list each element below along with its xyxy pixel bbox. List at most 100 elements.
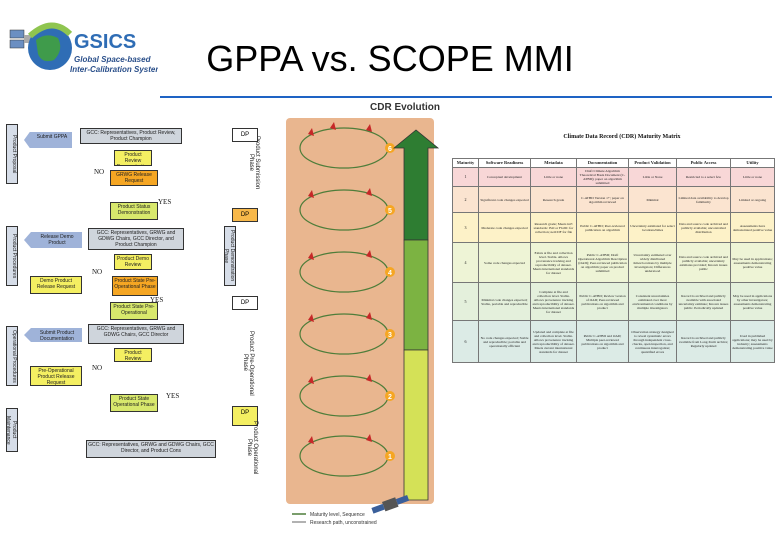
- phase-label-submission: Product Submission Phase: [248, 136, 260, 190]
- table-cell: Little or none: [530, 167, 577, 187]
- release-demo-arrow: Release Demo Product: [24, 232, 82, 248]
- product-proposal-block: Product Proposal: [6, 124, 18, 184]
- preop-release-request-box: Pre-Operational Product Release Request: [30, 366, 82, 386]
- demo-review-box: Product Review Demonstration Phase: [114, 150, 152, 166]
- title-rule: [160, 96, 772, 98]
- col-header: Metadata: [530, 158, 577, 168]
- table-header-row: Maturity Software Readiness Metadata Doc…: [452, 158, 775, 168]
- table-cell: Conceptual development: [478, 167, 531, 187]
- table-cell: Public C-ATBD; Review version of OAD; Pe…: [576, 282, 629, 321]
- table-cell: Public C-ATBD; Peer-reviewed publication…: [576, 212, 629, 243]
- cdr-maturity-matrix: Climate Data Record (CDR) Maturity Matri…: [452, 134, 775, 363]
- submit-gppa-arrow: Submit GPPA: [24, 132, 72, 148]
- legend-research: Research path, unconstrained: [310, 520, 377, 526]
- table-cell: Consistent uncertainties estimated over …: [628, 282, 677, 321]
- progress-arrow: [392, 129, 440, 501]
- table-cell: Minimal code changes expected; Stable, p…: [478, 282, 531, 321]
- table-cell: Moderate code changes expected: [478, 212, 531, 243]
- logo-mark: GSICS: [74, 31, 136, 53]
- table-cell: Minimal: [628, 186, 677, 213]
- product-maintenance-block: Product Maintenance: [5, 408, 18, 452]
- table-cell: Data and source code archived and public…: [676, 212, 731, 243]
- table-cell: Some code changes expected: [478, 242, 531, 283]
- table-cell: Public C-ATBD; Draft Operational Algorit…: [576, 242, 629, 283]
- table-cell: Record is archived and publicly availabl…: [676, 320, 731, 363]
- level-marker-2: 2: [388, 394, 392, 401]
- level-marker-1: 1: [388, 454, 392, 461]
- table-cell: Used in published applications; may be u…: [730, 320, 775, 363]
- table-cell: Significant code changes expected: [478, 186, 531, 213]
- preop-state-box: Product State Pre-Operational: [110, 302, 158, 320]
- cdr-evolution-diagram: CDR Evolution 6 5 4 3 2 1: [286, 100, 446, 530]
- table-cell: Draft Climate Algorithm Theoretical Basi…: [576, 167, 629, 187]
- submit-documentation-arrow: Submit Product Documentation: [24, 328, 82, 342]
- col-header: Documentation: [576, 158, 629, 168]
- gcc-op-board-box: GCC: Representatives, GRWG and GDWG Chai…: [86, 440, 216, 458]
- yes-label-1: YES: [158, 198, 172, 206]
- logo-text-1: Global Space-based: [74, 55, 152, 64]
- logo-text-2: Inter-Calibration System: [70, 65, 158, 74]
- phase-label-operational: Product Operational Phase: [246, 421, 258, 475]
- dp-badge-2: DP: [232, 208, 258, 222]
- gcc-review-box: GCC: Representatives, Product Review, Pr…: [80, 128, 182, 144]
- level-marker-6: 6: [388, 146, 392, 153]
- preop-phase-box: Product State Pre-Operational Phase: [112, 276, 158, 296]
- col-header: Public Access: [676, 158, 731, 168]
- op-state-box: Product State Operational Phase: [110, 394, 158, 412]
- maturity-level-markers: 6 5 4 3 2 1: [385, 143, 395, 461]
- gppa-flowchart: Product Proposal Submit GPPA GCC: Repres…: [5, 118, 276, 522]
- gcc-demo-board-box: GCC: Representatives, GRWG and GDWG Chai…: [88, 228, 184, 250]
- evolution-bar: [286, 118, 434, 504]
- dp-badge-1: DP: [232, 128, 258, 142]
- table-cell: Exists at file and collection level. Sta…: [530, 242, 577, 283]
- maturity-level-cell: 3: [452, 212, 479, 243]
- table-cell: Record is archived and publicly availabl…: [676, 282, 731, 321]
- product-procedures-block: Product Procedures: [6, 226, 18, 286]
- col-header: Utility: [730, 158, 775, 168]
- maturity-level-cell: 6: [452, 320, 479, 363]
- demo-release-request-box: Demo Product Release Request: [30, 276, 82, 294]
- gcc-preop-board-box: GCC: Representatives, GRWG and GDWG Chai…: [88, 324, 184, 344]
- evolution-title: CDR Evolution: [370, 102, 440, 113]
- table-cell: Restricted to a select few: [676, 167, 731, 187]
- table-cell: Research grade; Meets int'l standards: I…: [530, 212, 577, 243]
- maturity-level-cell: 2: [452, 186, 479, 213]
- table-cell: C-ATBD Version 1+; paper on algorithm re…: [576, 186, 629, 213]
- matrix-title: Climate Data Record (CDR) Maturity Matri…: [563, 134, 681, 140]
- maturity-table: Maturity Software Readiness Metadata Doc…: [452, 158, 775, 363]
- table-cell: May be used in applications by other inv…: [730, 282, 775, 321]
- level-marker-4: 4: [388, 270, 392, 277]
- globe-icon: [27, 22, 73, 70]
- table-cell: Data and source code archived and public…: [676, 242, 731, 283]
- table-cell: No code changes expected; Stable and rep…: [478, 320, 531, 363]
- demo-review-box-2: Product Demo Review: [114, 254, 152, 270]
- col-header: Software Readiness: [478, 158, 531, 168]
- no-label-3: NO: [92, 364, 103, 372]
- no-label-1: NO: [94, 168, 105, 176]
- op-review-box: Product Review Operational Phase: [114, 348, 152, 362]
- col-header: Maturity: [452, 158, 479, 168]
- product-status-box: Product Status Demonstration: [110, 202, 158, 220]
- level-marker-5: 5: [388, 208, 392, 215]
- table-cell: Uncertainty estimated over widely distri…: [628, 242, 677, 283]
- satellite-icon: [9, 29, 32, 49]
- level-marker-3: 3: [388, 332, 392, 339]
- yes-label-3: YES: [166, 392, 180, 400]
- dp-badge-4: DP: [232, 406, 258, 426]
- maturity-level-cell: 4: [452, 242, 479, 283]
- no-label-2: NO: [92, 268, 103, 276]
- table-cell: Observation strategy designed to reveal …: [628, 320, 677, 363]
- evolution-legend: Maturity level, Sequence Research path, …: [292, 512, 377, 526]
- col-header: Product Validation: [628, 158, 677, 168]
- maturity-level-cell: 5: [452, 282, 479, 321]
- dp-badge-3: DP: [232, 296, 258, 310]
- table-cell: Assessments have demonstrated positive v…: [730, 212, 775, 243]
- satellite-icon: [371, 494, 410, 514]
- demo-procedures-vbox: Product Demonstration Phase: [223, 226, 236, 286]
